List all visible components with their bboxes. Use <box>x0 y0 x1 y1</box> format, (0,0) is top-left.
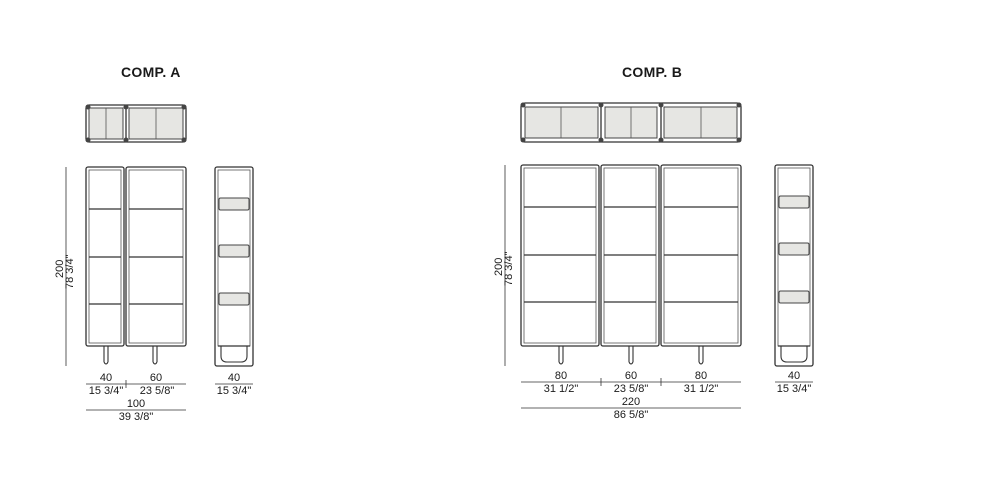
comp-b-height-in: 78 3/4" <box>503 251 515 287</box>
comp-b-title: COMP. B <box>622 64 683 80</box>
comp-b-width-1-cm: 80 <box>554 370 568 382</box>
comp-b-width-3-in: 31 1/2" <box>683 383 719 395</box>
comp-b-width-2-cm: 60 <box>624 370 638 382</box>
comp-b-width-3-cm: 80 <box>694 370 708 382</box>
comp-a-side-view <box>214 166 254 367</box>
comp-a-plan-view <box>85 104 187 143</box>
comp-a-dimension-lines <box>65 167 253 411</box>
comp-b-width-2-in: 23 5/8" <box>613 383 649 395</box>
comp-a-width-2-cm: 60 <box>149 372 163 384</box>
comp-a-total-in: 39 3/8" <box>118 411 154 423</box>
comp-a-depth-cm: 40 <box>227 372 241 384</box>
comp-a-width-1-cm: 40 <box>99 372 113 384</box>
comp-b-depth-in: 15 3/4" <box>776 383 812 395</box>
comp-b-total-cm: 220 <box>621 396 641 408</box>
comp-a-depth-in: 15 3/4" <box>216 385 252 397</box>
comp-a-width-2-in: 23 5/8" <box>139 385 175 397</box>
comp-b-depth-cm: 40 <box>787 370 801 382</box>
comp-a-height-in: 78 3/4" <box>64 254 76 290</box>
comp-a-front-view <box>85 166 187 365</box>
comp-a-title: COMP. A <box>121 64 181 80</box>
comp-b-plan-view <box>520 102 742 143</box>
comp-b-total-in: 86 5/8" <box>613 409 649 421</box>
comp-b-dimension-lines <box>504 165 813 409</box>
comp-a-width-1-in: 15 3/4" <box>88 385 124 397</box>
comp-b-width-1-in: 31 1/2" <box>543 383 579 395</box>
comp-a-total-cm: 100 <box>126 398 146 410</box>
comp-b-front-view <box>520 164 742 365</box>
comp-b-side-view <box>774 164 814 367</box>
